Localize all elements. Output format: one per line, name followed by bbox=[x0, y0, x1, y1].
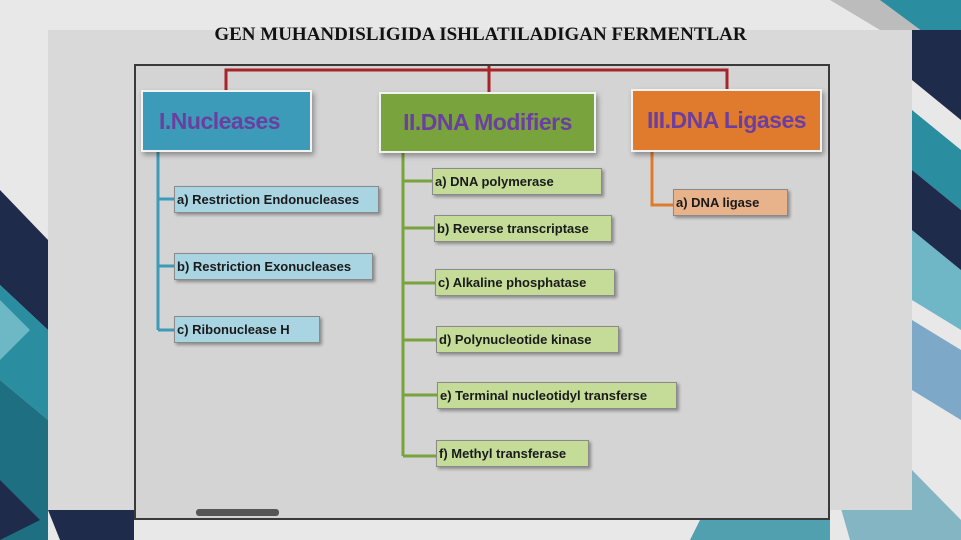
item-dna-ligase: a) DNA ligase bbox=[673, 189, 788, 216]
item-reverse-transcriptase: b) Reverse transcriptase bbox=[434, 215, 612, 242]
item-restriction-endonucleases: a) Restriction Endonucleases bbox=[174, 186, 379, 213]
category-nucleases: I.Nucleases bbox=[141, 90, 312, 152]
ligases-connector bbox=[650, 152, 673, 207]
item-ribonuclease-h: c) Ribonuclease H bbox=[174, 316, 320, 343]
item-dna-polymerase: a) DNA polymerase bbox=[432, 168, 602, 195]
item-methyl-transferase: f) Methyl transferase bbox=[436, 440, 589, 467]
slide-title: GEN MUHANDISLIGIDA ISHLATILADIGAN FERMEN… bbox=[214, 24, 747, 45]
item-terminal-nucleotidyl-transferse: e) Terminal nucleotidyl transferse bbox=[437, 382, 677, 409]
modifiers-connector bbox=[401, 153, 437, 458]
item-alkaline-phosphatase: c) Alkaline phosphatase bbox=[435, 269, 615, 296]
bottom-tab-decoration bbox=[196, 509, 279, 516]
item-polynucleotide-kinase: d) Polynucleotide kinase bbox=[436, 326, 619, 353]
nucleases-connector bbox=[156, 152, 174, 332]
category-dna-modifiers: II.DNA Modifiers bbox=[379, 92, 596, 153]
item-restriction-exonucleases: b) Restriction Exonucleases bbox=[174, 253, 373, 280]
category-dna-ligases: III.DNA Ligases bbox=[631, 89, 822, 152]
top-connector bbox=[224, 66, 729, 92]
